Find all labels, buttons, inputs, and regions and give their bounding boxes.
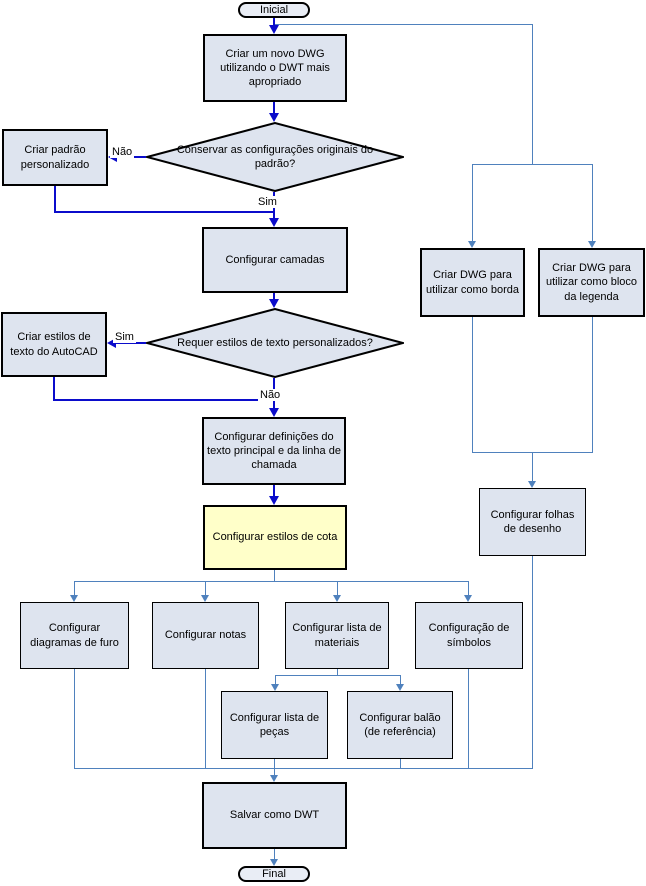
node-final: Final [238,866,310,882]
connector-line [400,759,401,769]
arrowhead [270,859,278,866]
flow-line [53,377,55,401]
connector-line [74,581,469,582]
decision-requer-estilos-texto-shape [146,308,404,378]
node-configurar-folhas-desenho: Configurar folhas de desenho [479,488,586,556]
flow-line [273,102,275,115]
node-configurar-notas: Configurar notas [152,602,259,669]
connector-line [472,317,473,453]
arrowhead [396,684,404,691]
connector-line [74,581,75,596]
node-salvar-como-dwt: Salvar como DWT [202,782,347,849]
edge-label-sim: Sim [113,331,136,344]
connector-line [274,849,275,860]
node-criar-dwg-bloco-legenda: Criar DWG para utilizar como bloco da le… [538,248,645,317]
connector-line [74,669,75,769]
arrowhead [107,338,116,348]
arrowhead [269,299,279,308]
arrowhead [269,113,279,122]
connector-line [337,669,338,676]
node-configurar-camadas: Configurar camadas [202,227,348,293]
arrowhead [333,595,341,602]
node-criar-novo-dwg: Criar um novo DWG utilizando o DWT mais … [203,34,347,102]
arrowhead [269,218,279,227]
flow-line [273,485,275,498]
node-configurar-estilos-cota: Configurar estilos de cota [203,505,347,570]
node-configuracao-simbolos: Configuração de símbolos [415,602,523,669]
arrowhead [271,684,279,691]
connector-line [337,581,338,596]
connector-line [592,317,593,453]
arrowhead [528,481,536,488]
arrowhead [70,595,78,602]
decision-conservar-configuracoes: Conservar as configurações originais do … [176,143,374,170]
connector-line [275,675,401,676]
flow-line [273,17,275,27]
node-configurar-balao: Configurar balão (de referência) [347,691,453,759]
arrowhead [269,496,279,505]
arrowhead [468,241,476,248]
arrowhead [270,775,278,782]
connector-line [468,581,469,596]
node-criar-estilos-texto-autocad: Criar estilos de texto do AutoCAD [1,312,107,377]
node-inicial: Inicial [238,2,310,18]
connector-line [205,669,206,769]
connector-line [472,164,593,165]
flow-line [53,399,275,401]
connector-line [400,675,401,685]
connector-line [468,669,469,769]
connector-line [592,164,593,242]
connector-line [274,759,275,776]
connector-line [74,768,533,769]
decision-conservar-configuracoes-shape [146,122,404,192]
connector-line [275,675,276,685]
connector-line [532,556,533,768]
decision-requer-estilos-texto: Requer estilos de texto personalizados? [177,336,373,349]
node-configurar-lista-pecas: Configurar lista de peças [221,691,328,759]
node-configurar-definicoes-texto: Configurar definições do texto principal… [202,417,346,485]
flow-line [54,211,275,213]
arrowhead [269,25,279,34]
connector-line [205,581,206,596]
arrowhead [464,595,472,602]
connector-line [274,570,275,582]
arrowhead [269,408,279,417]
node-configurar-diagramas-furo: Configurar diagramas de furo [20,602,129,669]
edge-label-sim: Sim [256,196,279,209]
connector-line [532,24,533,164]
node-criar-padrao-personalizado: Criar padrão personalizado [2,129,108,186]
flow-line [54,186,56,213]
connector-line [274,24,533,25]
edge-label-nao: Não [110,146,135,159]
node-configurar-lista-materiais: Configurar lista de materiais [285,602,389,669]
edge-label-nao: Não [258,389,283,402]
connector-line [472,164,473,242]
arrowhead [201,595,209,602]
connector-line [532,452,533,482]
arrowhead [588,241,596,248]
node-criar-dwg-borda: Criar DWG para utilizar como borda [420,248,525,317]
flow-line [273,293,275,301]
